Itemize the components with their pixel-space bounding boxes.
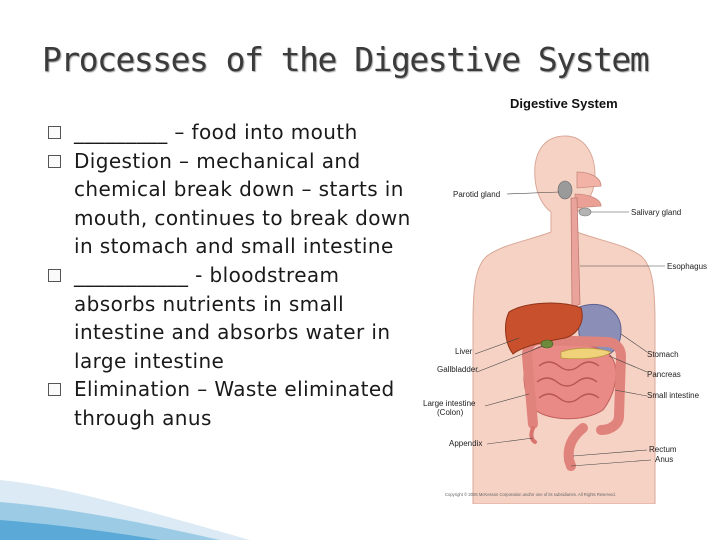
corner-decoration: [0, 480, 250, 540]
list-item: Elimination – Waste eliminated through a…: [48, 375, 420, 432]
label-liver: Liver: [455, 347, 473, 356]
bullet-box-icon: [48, 154, 61, 168]
label-pancreas: Pancreas: [647, 370, 681, 379]
label-colon: (Colon): [437, 408, 464, 417]
label-large-intestine: Large intestine: [423, 399, 476, 408]
leader-lines: [474, 191, 665, 467]
nasal-cavity: [576, 171, 602, 189]
label-rectum: Rectum: [649, 445, 677, 454]
bullet-text: _________ – food into mouth: [74, 120, 358, 144]
rectum: [563, 423, 588, 471]
esophagus: [570, 197, 581, 309]
label-small-intestine: Small intestine: [647, 391, 700, 400]
bullet-box-icon: [48, 383, 61, 397]
bullet-list: _________ – food into mouth Digestion – …: [48, 118, 420, 433]
label-anus: Anus: [655, 455, 673, 464]
list-item: Digestion – mechanical and chemical brea…: [48, 147, 420, 261]
oral-cavity: [574, 193, 602, 209]
diagram-title: Digestive System: [510, 96, 618, 111]
diagram-copyright: Copyright © 2005 McKesson Corporation an…: [445, 492, 616, 497]
label-gallbladder: Gallbladder: [437, 365, 478, 374]
digestive-system-diagram: Digestive System: [415, 94, 715, 504]
pancreas: [560, 347, 612, 360]
parotid-gland: [557, 180, 573, 200]
label-appendix: Appendix: [449, 439, 482, 448]
bullet-text: Digestion – mechanical and chemical brea…: [74, 148, 411, 259]
bullet-box-icon: [48, 126, 61, 139]
label-stomach: Stomach: [647, 350, 679, 359]
label-esophagus: Esophagus: [667, 262, 707, 271]
label-salivary-gland: Salivary gland: [631, 208, 681, 217]
bullet-text: ___________ - bloodstream absorbs nutrie…: [74, 262, 391, 373]
bullet-box-icon: [48, 268, 61, 282]
list-item: ___________ - bloodstream absorbs nutrie…: [48, 261, 420, 375]
slide-title: Processes of the Digestive System: [42, 40, 650, 79]
list-item: _________ – food into mouth: [48, 118, 420, 147]
intestine-coils: [536, 361, 600, 403]
liver: [505, 302, 583, 355]
salivary-gland: [578, 207, 592, 217]
appendix: [529, 426, 537, 444]
gallbladder: [540, 339, 554, 349]
label-parotid-gland: Parotid gland: [453, 190, 500, 199]
bullet-text: Elimination – Waste eliminated through a…: [74, 377, 395, 430]
